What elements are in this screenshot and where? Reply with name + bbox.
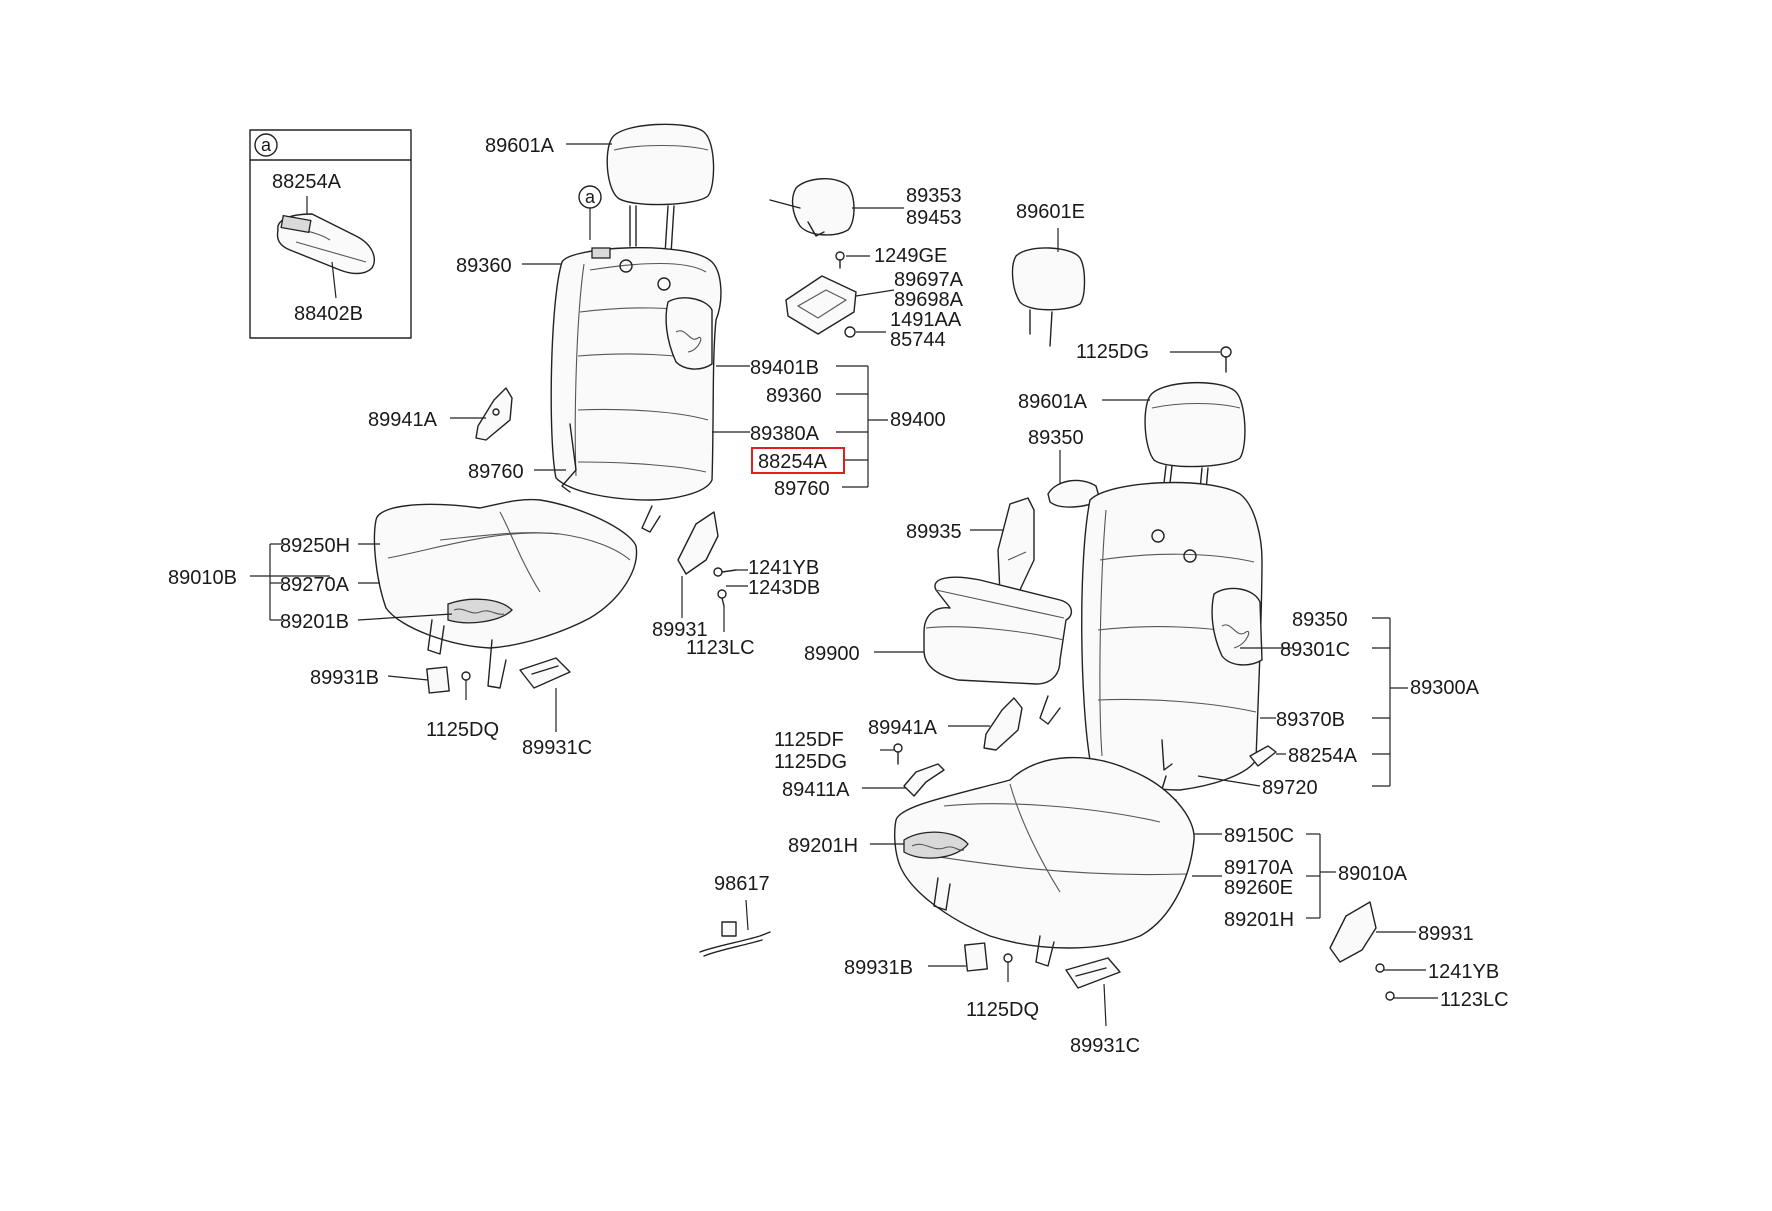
label-89400: 89400 (890, 409, 946, 431)
back-group-89400: 89401B 89360 89380A 88254A 89760 89400 (712, 357, 946, 500)
inset-label-top: 88254A (272, 171, 342, 193)
left-badge: a (585, 187, 596, 207)
highlight-box (751, 447, 845, 474)
label-89601a-left: 89601A (485, 135, 555, 157)
label-1249ge: 1249GE (874, 245, 947, 267)
label-98617: 98617 (714, 873, 770, 895)
right-bracket-icon (983, 697, 1023, 751)
label-89353: 89353 (906, 185, 962, 207)
label-89201b: 89201B (280, 611, 349, 633)
mount-bracket-icon (785, 275, 857, 335)
right-seat: 89601E 1125DG 89601A 89350 89935 89900 8… (699, 201, 1509, 1057)
label-89935: 89935 (906, 521, 962, 543)
label-1491aa: 1491AA (890, 309, 962, 331)
left-seat: a (168, 123, 820, 759)
label-89941a-right: 89941A (868, 717, 938, 739)
label-89010b: 89010B (168, 567, 237, 589)
label-89601a-right: 89601A (1018, 391, 1088, 413)
label-1125dg-right: 1125DG (774, 751, 847, 773)
label-1125df: 1125DF (774, 729, 844, 751)
armrest-cover-icon (997, 497, 1035, 595)
label-1125dg-top: 1125DG (1076, 341, 1149, 363)
label-89760-group: 89760 (774, 478, 830, 500)
label-85744: 85744 (890, 329, 946, 351)
label-89401b: 89401B (750, 357, 819, 379)
left-cushion-icon (373, 498, 638, 649)
label-89931b-right: 89931B (844, 957, 913, 979)
label-89601e: 89601E (1016, 201, 1085, 223)
label-89697a: 89697A (894, 269, 964, 291)
label-89350-top: 89350 (1028, 427, 1084, 449)
label-89380a: 89380A (750, 423, 820, 445)
label-89201h-left: 89201H (788, 835, 858, 857)
label-89301c: 89301C (1280, 639, 1350, 661)
right-headrest-icon (1144, 381, 1246, 468)
link-bracket-icon (903, 763, 945, 797)
label-89150c: 89150C (1224, 825, 1294, 847)
headrest-e-icon (1011, 247, 1086, 311)
label-1241yb-left: 1241YB (748, 557, 819, 579)
right-side-cover-icon (1329, 901, 1377, 963)
label-1241yb-right: 1241YB (1428, 961, 1499, 983)
label-89370b: 89370B (1276, 709, 1345, 731)
armrest-icon (923, 576, 1073, 685)
left-headrest-icon (606, 123, 715, 206)
label-89931c-left: 89931C (522, 737, 592, 759)
inset-badge: a (261, 135, 272, 155)
label-89170a: 89170A (1224, 857, 1294, 879)
label-89698a: 89698A (894, 289, 964, 311)
label-89931-right: 89931 (1418, 923, 1474, 945)
inset-badge-circle (254, 133, 278, 157)
label-89931b-left: 89931B (310, 667, 379, 689)
label-89760-left: 89760 (468, 461, 524, 483)
inset-label-bottom: 88402B (294, 303, 363, 325)
belt-icon (699, 931, 771, 953)
inset-detail-a: a 88254A 88402B (249, 129, 412, 339)
label-89931-left: 89931 (652, 619, 708, 641)
right-cushion-icon (893, 756, 1195, 949)
label-1243db-left: 1243DB (748, 577, 820, 599)
label-89350-group: 89350 (1292, 609, 1348, 631)
label-89260e: 89260E (1224, 877, 1293, 899)
label-89201h-group: 89201H (1224, 909, 1294, 931)
label-89360-group: 89360 (766, 385, 822, 407)
label-89360-left: 89360 (456, 255, 512, 277)
center-parts: 89353 89453 1249GE 89697A 89698A 1491AA … (769, 178, 964, 351)
label-89941a-left: 89941A (368, 409, 438, 431)
label-88254a-highlighted: 88254A (758, 451, 828, 473)
label-89300a: 89300A (1410, 677, 1480, 699)
latch-icon (791, 178, 855, 236)
label-89720: 89720 (1262, 777, 1318, 799)
label-1123lc-right: 1123LC (1440, 989, 1509, 1011)
label-89250h: 89250H (280, 535, 350, 557)
left-side-cover-icon (677, 511, 719, 575)
label-89010a: 89010A (1338, 863, 1408, 885)
label-1125dq-right: 1125DQ (966, 999, 1039, 1021)
label-88254a-right: 88254A (1288, 745, 1358, 767)
label-1125dq-left: 1125DQ (426, 719, 499, 741)
label-89453: 89453 (906, 207, 962, 229)
label-89900: 89900 (804, 643, 860, 665)
label-1123lc-left: 1123LC (686, 637, 755, 659)
label-89411a: 89411A (782, 779, 850, 801)
label-89931c-right: 89931C (1070, 1035, 1140, 1057)
label-89270a: 89270A (280, 574, 350, 596)
